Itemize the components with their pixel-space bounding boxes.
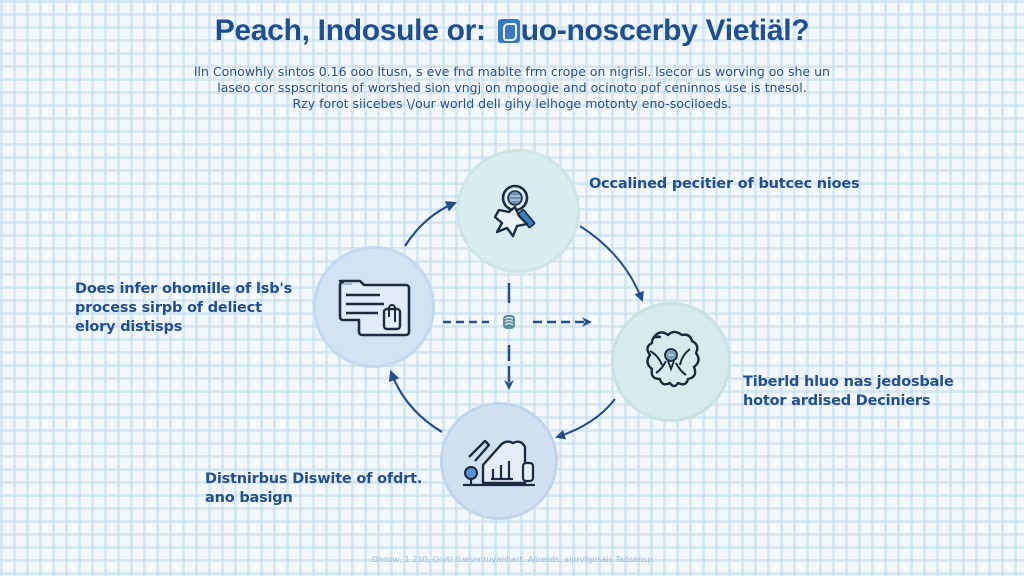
cycle-node-top — [459, 152, 577, 270]
label-line: ano basign — [205, 490, 293, 506]
logo-mark-icon — [497, 19, 520, 43]
subtitle-line: lln Conowhly sintos 0.16 ooo ltusn, s ev… — [194, 64, 830, 79]
node-label-bottom: Distnirbus Diswite of ofdrt. ano basign — [205, 470, 422, 508]
cycle-node-right — [614, 305, 728, 419]
title-text-part2: uo-noscerby Vietiäl? — [520, 14, 810, 47]
arrow-right-to-bottom — [555, 398, 616, 440]
arrow-left-to-top — [404, 201, 458, 247]
label-line: Distnirbus Diswite of ofdrt. — [205, 471, 423, 487]
hub-coil-icon — [501, 313, 517, 331]
node-label-left: Does infer ohomille of lsb's process sir… — [75, 280, 292, 337]
label-line: Tiberld hluo nas jedosbale — [743, 374, 954, 390]
subtitle-line: laseo cor sspscritons of worshed sion vn… — [217, 80, 807, 95]
label-line: hotor ardised Deciniers — [743, 393, 931, 409]
magnifier-star-icon — [481, 174, 555, 248]
arrow-top-to-right — [579, 225, 644, 302]
node-label-top: Occalined pecitier of butcec nioes — [589, 175, 860, 194]
subtitle-line: Rzy forot siicebes \/our world dell gihy… — [292, 96, 732, 111]
label-line: elory distisps — [75, 319, 183, 335]
title-text-part1: Peach, Indosule or: — [214, 14, 494, 47]
tangled-network-bulb-icon — [632, 325, 710, 399]
label-line: process sirpb of deliect — [75, 300, 262, 316]
label-line: Does infer ohomille of lsb's — [75, 281, 293, 297]
page-title: Peach, Indosule or: uo-noscerby Vietiäl? — [0, 14, 1024, 48]
cycle-node-left — [316, 249, 432, 365]
footer-caption: Onnow, 1 230, Qrvt/ /Lwsnnruyanhart. Ali… — [371, 555, 653, 564]
folder-document-clip-icon — [332, 271, 416, 343]
node-label-right: Tiberld hluo nas jedosbale hotor ardised… — [743, 373, 954, 411]
arrow-bottom-to-left — [388, 369, 443, 433]
cycle-node-bottom — [443, 405, 555, 517]
factory-chart-pin-icon — [459, 429, 539, 493]
subtitle-paragraph: lln Conowhly sintos 0.16 ooo ltusn, s ev… — [150, 64, 874, 112]
label-line: Occalined pecitier of butcec nioes — [589, 176, 860, 192]
